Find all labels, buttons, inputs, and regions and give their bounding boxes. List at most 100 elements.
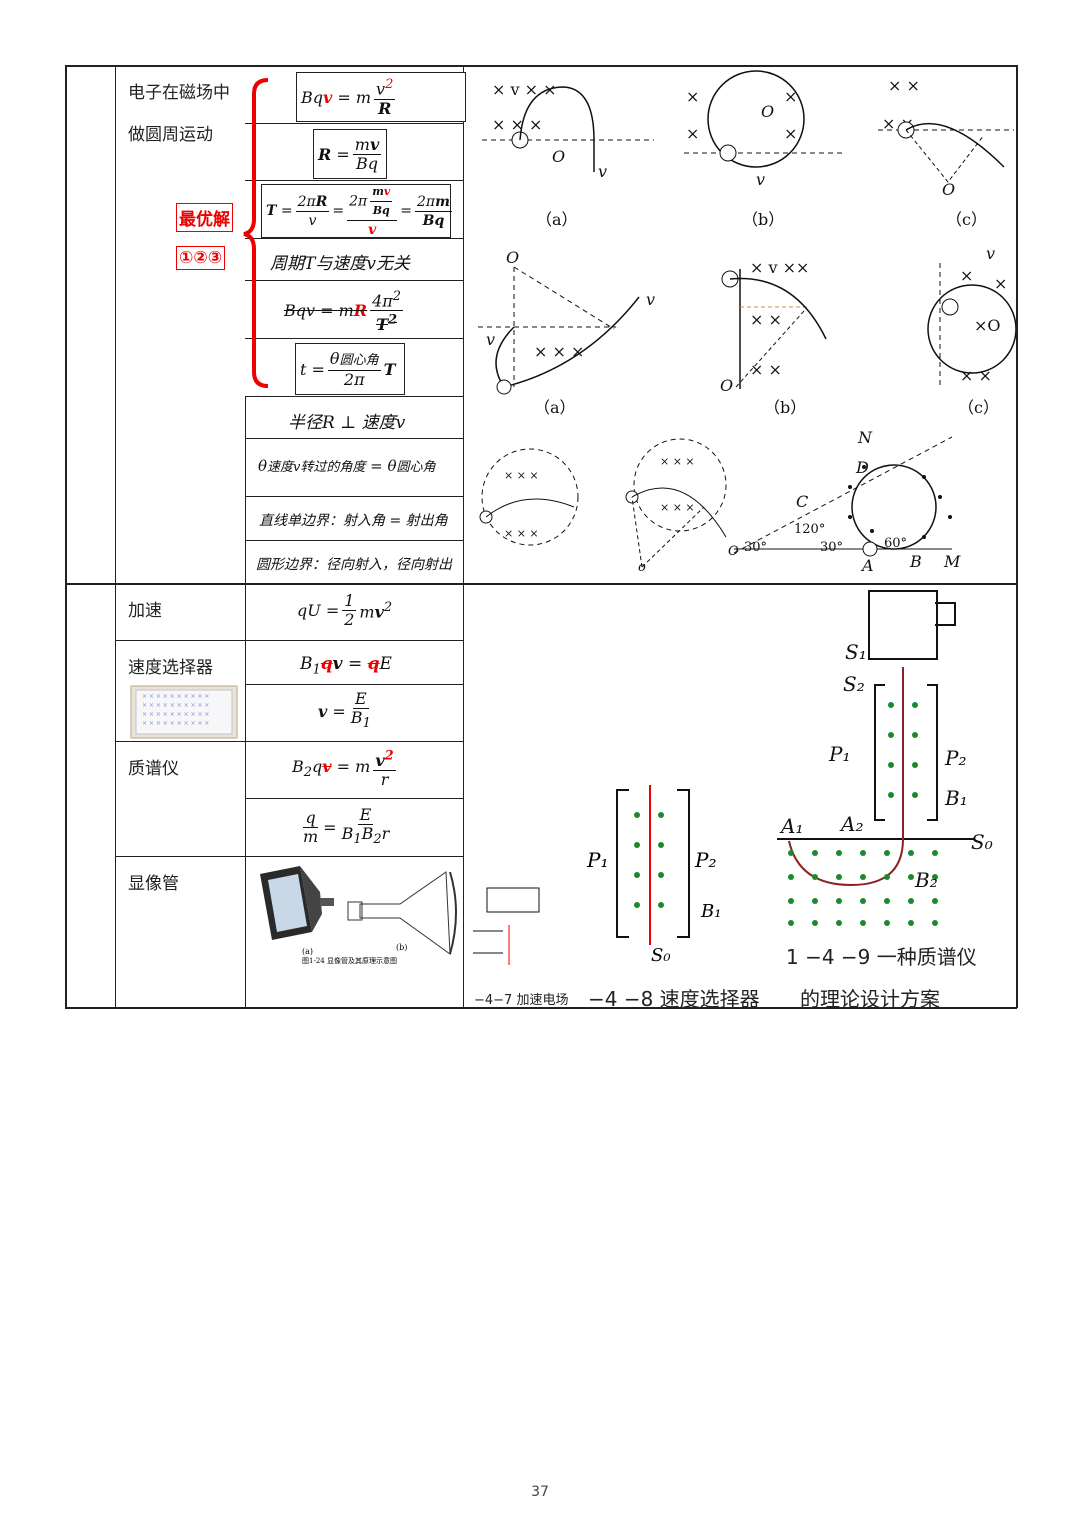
radius-perp: 半径R ⊥ 速度v [288,413,406,433]
label-circular-2: 做圆周运动 [128,125,213,145]
svg-text:× × ×: × × × [492,115,542,134]
col-divider-3 [463,65,464,1008]
svg-text:C: C [796,492,808,511]
svg-text:B₂: B₂ [914,868,938,892]
svg-text:× × ×: × × × [504,469,539,482]
table-border-right [1016,65,1018,1008]
svg-text:×: × [994,274,1007,293]
svg-text:P₁: P₁ [828,742,850,766]
svg-text:M: M [943,552,961,571]
caption-b1: （b） [742,210,784,229]
svg-text:B₁: B₁ [944,786,968,810]
crt-image: (a) (b) 图1-24 显像管及其原理示意图 [260,866,457,965]
circle-boundary: 圆形边界：径向射入，径向射出 [256,557,452,573]
bottom-caption-4: 1 −4 −9 一种质谱仪 [786,945,977,969]
svg-text:× v ××: × v ×× [750,258,809,277]
caption-c2: （c） [958,398,999,417]
svg-text:v: v [598,162,607,181]
label-circular-1: 电子在磁场中 [128,83,230,103]
svg-text:P₁: P₁ [586,848,608,872]
svg-text:S₀: S₀ [971,830,993,854]
svg-text:v: v [486,330,495,349]
svg-text:×: × [686,124,699,143]
crt-tag-a: (a) [302,947,313,956]
svg-text:30°: 30° [744,540,767,555]
svg-text:S₀: S₀ [651,945,671,966]
svg-text:× × ×: × × × [660,501,695,514]
table-border-left [65,65,67,1008]
svg-text:v: v [986,244,995,263]
svg-text:× × × × × × × × × ×: × × × × × × × × × × [142,702,209,709]
svg-text:B: B [909,552,922,571]
svg-text:×: × [686,87,699,106]
svg-text:× × ×: × × × [504,527,539,540]
magnetic-diagrams: × v × × × × × O v × × × × O v × × × × O （a… [478,70,1016,575]
bottom-caption-2: −4 −8 速度选择器 [588,987,760,1011]
svg-text:120°: 120° [794,522,825,537]
svg-text:P₂: P₂ [944,746,966,770]
optimal-nums: ①②③ [176,246,226,270]
col-divider-2 [245,396,246,583]
bottom-caption-1: −4−7 加速电场 [474,993,569,1008]
svg-text:v: v [756,170,765,189]
svg-text:× × × × × × × × × ×: × × × × × × × × × × [142,711,209,718]
svg-text:×: × [960,266,973,285]
svg-text:×: × [784,87,797,106]
label-accel: 加速 [128,601,162,621]
svg-text:P₂: P₂ [694,848,716,872]
svg-text:×: × [784,124,797,143]
svg-text:× × × × × × × × × ×: × × × × × × × × × × [142,693,209,700]
svg-text:× × × × × × × × × ×: × × × × × × × × × × [142,720,209,727]
red-brace [243,78,269,388]
svg-text:×O: ×O [974,316,1001,335]
crt-caption: 图1-24 显像管及其原理示意图 [302,956,397,965]
label-mass-spec: 质谱仪 [128,759,179,779]
svg-text:× ×: × × [750,360,782,379]
caption-a1: （a） [536,210,578,229]
svg-text:v: v [646,290,655,309]
optimal-tag: 最优解 [176,203,233,232]
svg-text:× × ×: × × × [660,455,695,468]
label-selector: 速度选择器 [128,658,213,678]
period-note: 周期T与速度v无关 [270,254,410,274]
caption-b2: （b） [764,398,806,417]
svg-text:A: A [860,556,874,575]
col-divider-1 [115,65,116,1008]
caption-c1: （c） [946,210,987,229]
row-divider-main [65,583,1017,585]
line-boundary: 直线单边界：射入角 = 射出角 [259,513,448,529]
table-border-top [65,65,1017,67]
crt-tag-b: (b) [396,943,407,952]
svg-text:O: O [552,147,565,166]
svg-text:O: O [720,376,733,395]
selector-thumbnail: × × × × × × × × × × × × × × × × × × × × … [130,685,238,739]
svg-text:O: O [942,180,955,199]
svg-text:A₁: A₁ [779,814,803,838]
svg-text:30°: 30° [820,540,843,555]
caption-a2: （a） [534,398,576,417]
bottom-caption-3: 的理论设计方案 [800,987,940,1011]
svg-text:60°: 60° [884,536,907,551]
svg-text:× ×: × × [960,366,992,385]
svg-text:O: O [506,248,519,267]
page-number: 37 [531,1484,549,1500]
svg-text:N: N [857,428,873,447]
formula-selector-1: B1qv = qE [300,654,392,678]
svg-text:O: O [761,102,774,121]
svg-text:× ×: × × [888,76,920,95]
svg-text:o: o [638,560,646,575]
svg-text:× ×: × × [750,310,782,329]
apparatus-diagrams: P₁ P₂ B₁ S₀ S₁ S₂ P₁ P₂ B₁ A₁ A₂ S₀ B₂ [473,590,993,966]
svg-text:S₁: S₁ [845,640,867,664]
svg-text:× × ×: × × × [534,342,584,361]
svg-text:A₂: A₂ [839,812,863,836]
svg-text:S₂: S₂ [843,672,865,696]
angle-rule: θ速度v转过的角度 = θ圆心角 [258,457,436,475]
